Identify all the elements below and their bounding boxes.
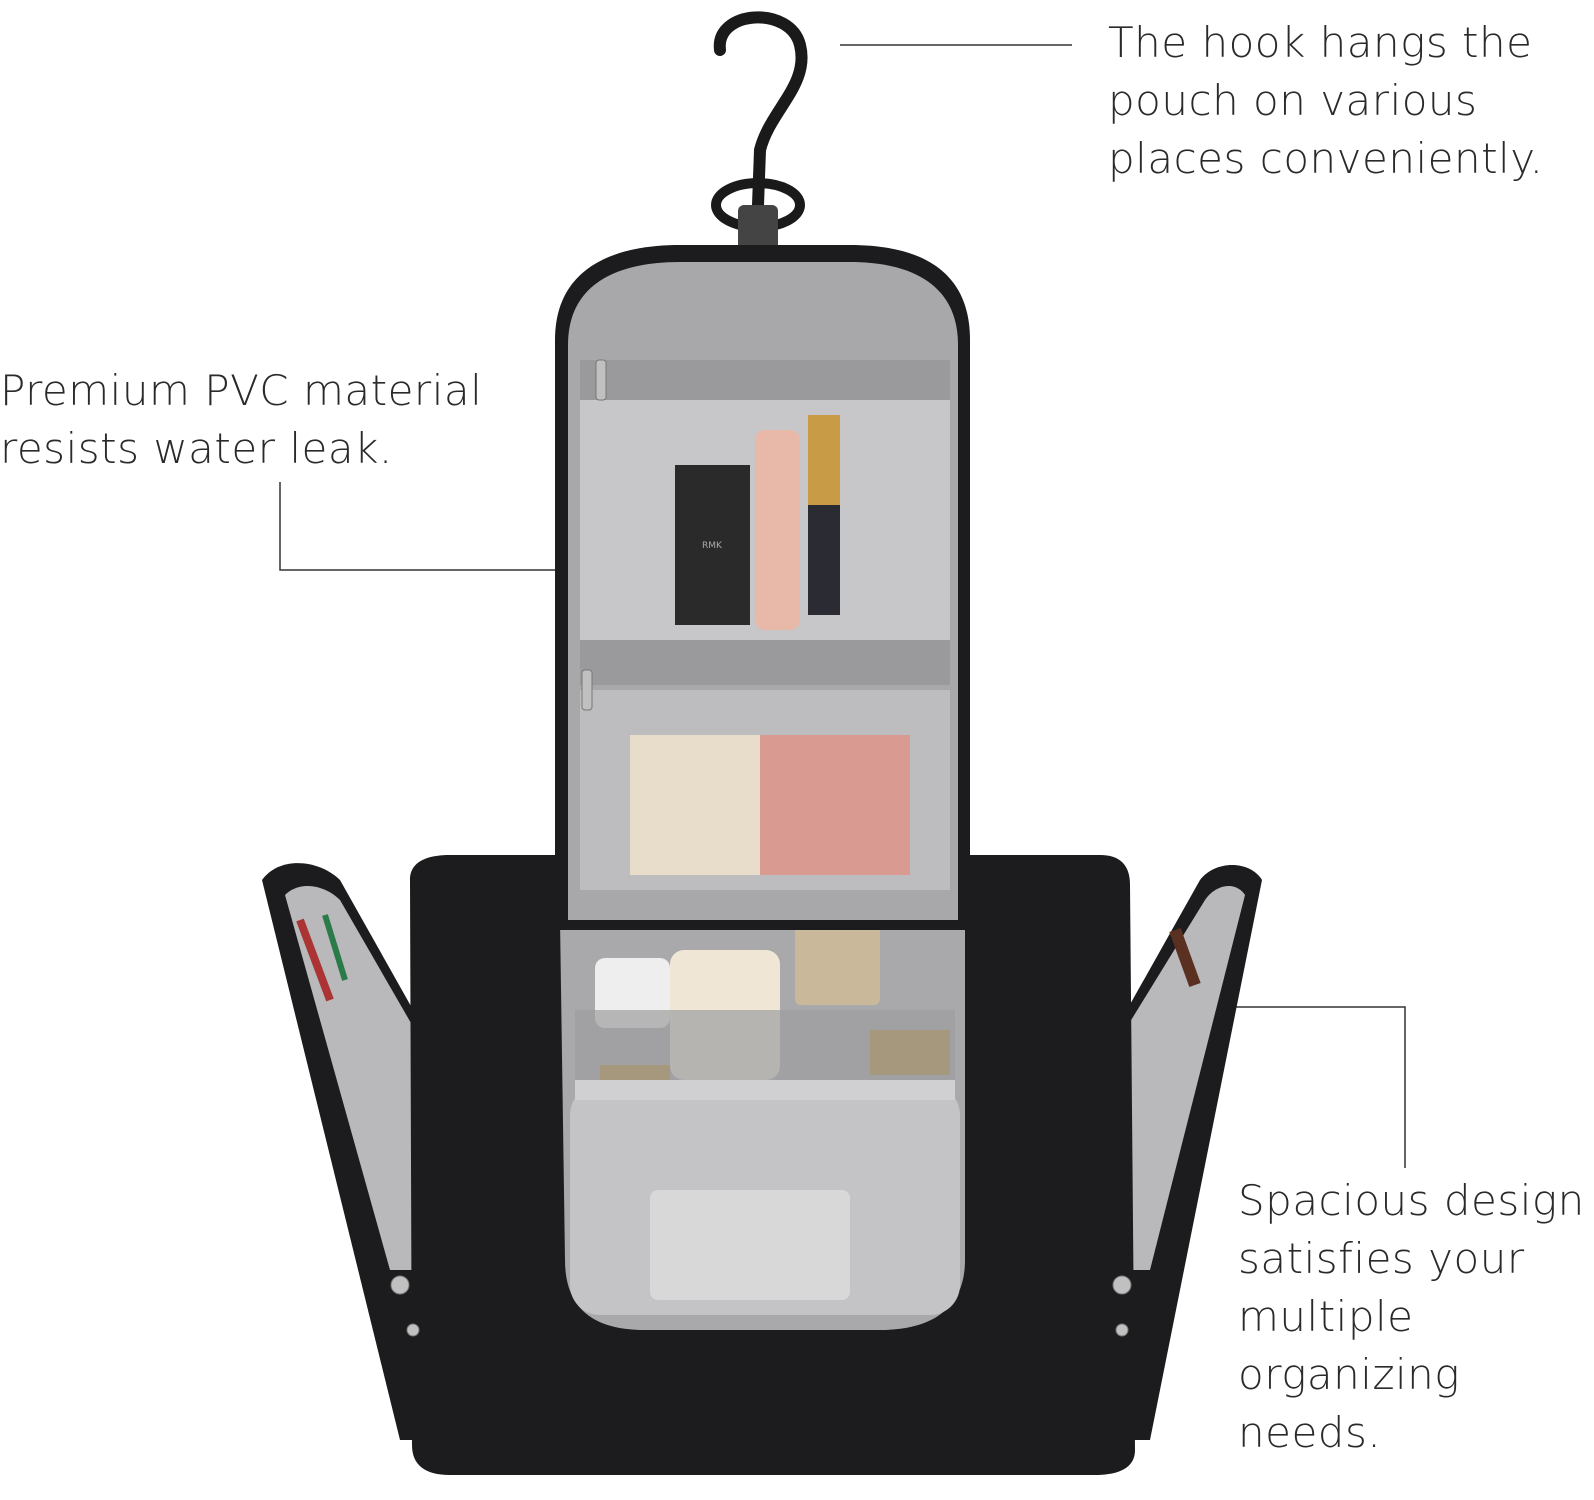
bag-body [410, 855, 1135, 1475]
left-side-pocket [262, 863, 430, 1440]
callout-line: places conveniently. [1108, 134, 1544, 183]
pvc-leader-line [279, 482, 610, 571]
compact-brand-text: RMK [702, 541, 723, 551]
callout-line: Premium PVC material [0, 366, 483, 415]
hanging-flap: RMK [555, 245, 970, 930]
hook-callout: The hook hangs the pouch on various plac… [1108, 14, 1543, 188]
pvc-callout: Premium PVC material resists water leak. [0, 362, 482, 478]
compact-mirror [675, 465, 750, 625]
callout-line: multiple [1238, 1292, 1414, 1341]
callout-line: resists water leak. [0, 424, 393, 473]
callout-line: needs. [1238, 1408, 1382, 1457]
callout-line: The hook hangs the [1108, 18, 1533, 67]
zipper-pulls [390, 359, 1132, 1337]
spacious-callout: Spacious design satisfies your multiple … [1238, 1172, 1585, 1462]
callout-line: satisfies your [1238, 1234, 1525, 1283]
right-side-pocket [1110, 865, 1262, 1440]
callout-line: organizing [1238, 1350, 1460, 1399]
hanging-hook [711, 11, 808, 250]
callout-line: pouch on various [1108, 76, 1478, 125]
callout-line: Spacious design [1238, 1176, 1585, 1225]
